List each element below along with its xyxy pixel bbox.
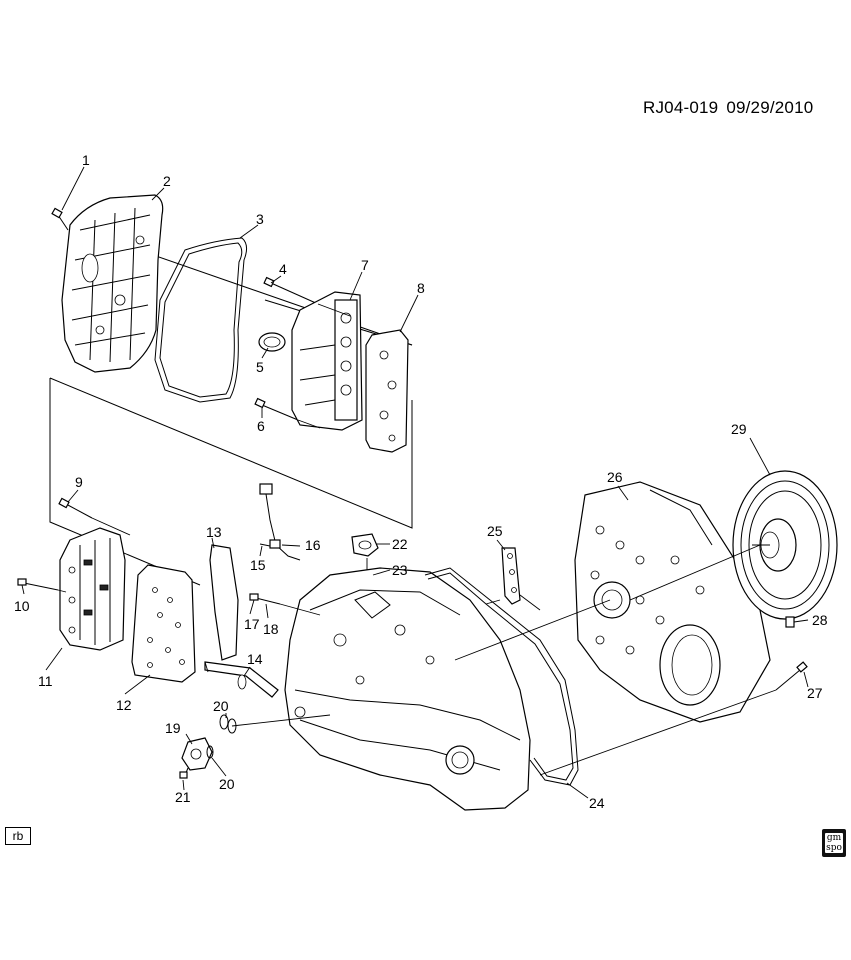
part-actuator — [179, 714, 237, 779]
diagram-date: 09/29/2010 — [726, 98, 814, 117]
callout-24: 24 — [589, 795, 605, 811]
callout-14: 14 — [247, 651, 263, 667]
rb-label-box: rb — [5, 827, 31, 845]
callout-labels: 1 2 3 4 5 6 7 8 9 10 11 12 13 14 15 16 1… — [14, 152, 828, 811]
callout-11: 11 — [38, 673, 53, 689]
callout-20-upper: 20 — [213, 698, 229, 714]
part-cover-gasket — [154, 237, 248, 403]
gm-spo-logo-inner: gm spo — [825, 833, 843, 853]
callout-5: 5 — [256, 359, 264, 375]
callout-2: 2 — [163, 173, 171, 189]
gm-spo-logo: gm spo — [822, 829, 846, 857]
callout-6: 6 — [257, 418, 265, 434]
leader-lines — [21, 166, 809, 799]
logo-line-gm: gm — [826, 833, 842, 843]
callout-25: 25 — [487, 523, 503, 539]
callout-19: 19 — [165, 720, 181, 736]
part-torque-converter — [732, 470, 838, 620]
callout-3: 3 — [256, 211, 264, 227]
part-seal — [258, 332, 286, 352]
callout-18: 18 — [263, 621, 279, 637]
callout-4: 4 — [279, 261, 287, 277]
part-bolt-6 — [254, 397, 299, 421]
part-baffle — [209, 544, 239, 661]
callout-26: 26 — [607, 469, 623, 485]
part-tube — [204, 661, 279, 698]
part-transmission-case — [284, 567, 531, 811]
part-plug-28 — [785, 616, 795, 628]
assembly-lines — [57, 303, 777, 776]
part-case-gasket — [424, 567, 579, 786]
part-bracket-25 — [501, 547, 521, 605]
callout-8: 8 — [417, 280, 425, 296]
callout-20-lower: 20 — [219, 776, 235, 792]
diagram-reference: RJ04-019 09/29/2010 — [643, 98, 813, 118]
callout-12: 12 — [116, 697, 132, 713]
callout-29: 29 — [731, 421, 747, 437]
cover-ribs — [71, 207, 151, 363]
callout-17: 17 — [244, 616, 260, 632]
callout-23: 23 — [392, 562, 408, 578]
callout-15: 15 — [250, 557, 266, 573]
part-converter-housing — [574, 481, 771, 723]
part-spacer-plate — [131, 564, 196, 683]
part-bolt-10 — [17, 578, 59, 591]
callout-7: 7 — [361, 257, 369, 273]
callout-21: 21 — [175, 789, 191, 805]
callout-22: 22 — [392, 536, 408, 552]
callout-10: 10 — [14, 598, 30, 614]
diagram-code: RJ04-019 — [643, 98, 719, 117]
callout-16: 16 — [305, 537, 321, 553]
part-valve-body — [59, 527, 126, 651]
logo-line-spo: spo — [826, 843, 842, 853]
callout-9: 9 — [75, 474, 83, 490]
part-bolt-17 — [249, 593, 281, 605]
part-bolt-9 — [58, 497, 93, 519]
part-valve-body-cover — [61, 194, 164, 373]
callout-1: 1 — [82, 152, 90, 168]
group-frame — [49, 239, 413, 586]
part-solenoid-plate — [365, 329, 409, 453]
part-control-solenoid — [291, 291, 363, 431]
part-bolt-27 — [775, 661, 808, 691]
callout-27: 27 — [807, 685, 823, 701]
callout-13: 13 — [206, 524, 222, 540]
callout-28: 28 — [812, 612, 828, 628]
part-bolt-4 — [263, 276, 319, 305]
part-speed-sensor-harness — [259, 483, 301, 561]
part-bolt-1 — [51, 207, 69, 231]
